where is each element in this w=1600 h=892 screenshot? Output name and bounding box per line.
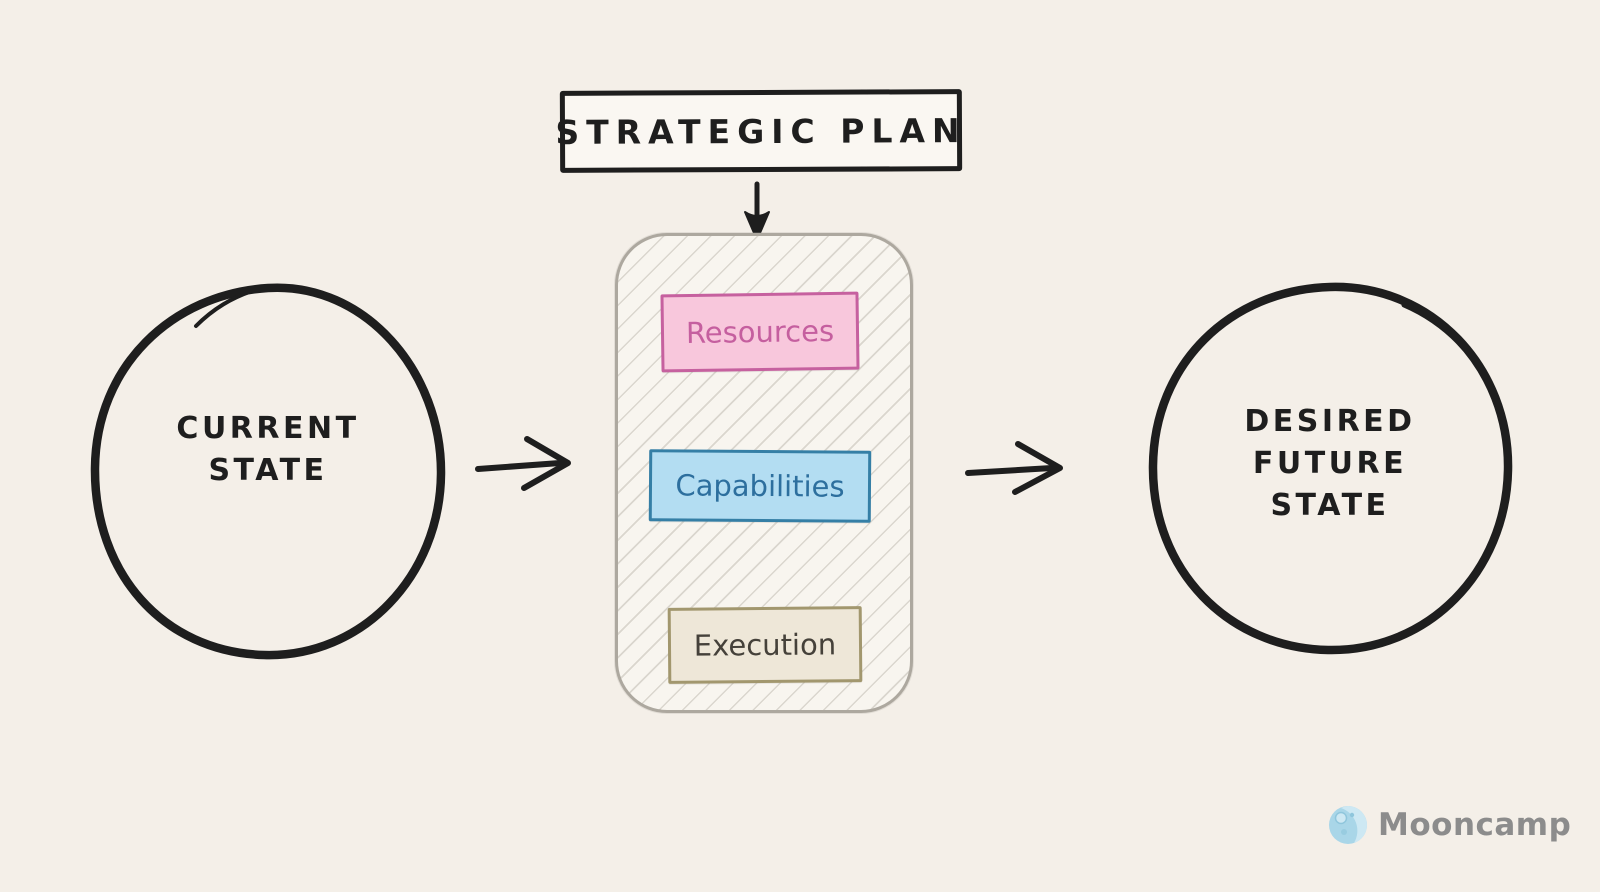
execution-box: Execution xyxy=(667,606,863,684)
desired-future-state-line-2: FUTURE xyxy=(1252,446,1408,481)
mooncamp-logo: Mooncamp xyxy=(1328,805,1571,845)
desired-future-state-circle-overstroke xyxy=(1401,302,1499,401)
execution-label: Execution xyxy=(693,627,837,663)
capabilities-box: Capabilities xyxy=(648,449,872,523)
desired-future-state-label: DESIRED FUTURE STATE xyxy=(1180,401,1480,527)
moon-icon xyxy=(1329,806,1367,844)
strategic-plan-label: STRATEGIC PLAN xyxy=(555,110,967,152)
resources-label: Resources xyxy=(685,313,835,351)
current-state-circle-overstroke xyxy=(194,289,254,328)
arrow-right-left-icon xyxy=(475,436,571,491)
logo-text: Mooncamp xyxy=(1378,807,1572,843)
plan-container: Resources Capabilities Execution xyxy=(615,233,913,713)
current-state-label: CURRENT STATE xyxy=(118,408,418,492)
current-state-line-1: CURRENT xyxy=(176,411,360,446)
resources-box: Resources xyxy=(660,291,860,373)
desired-future-state-line-3: STATE xyxy=(1270,488,1390,523)
arrow-right-right-icon xyxy=(965,441,1063,495)
arrow-down-icon xyxy=(744,181,770,241)
current-state-line-2: STATE xyxy=(208,453,328,488)
desired-future-state-line-1: DESIRED xyxy=(1244,404,1416,439)
capabilities-label: Capabilities xyxy=(675,468,845,504)
strategic-plan-box: STRATEGIC PLAN xyxy=(555,89,967,173)
